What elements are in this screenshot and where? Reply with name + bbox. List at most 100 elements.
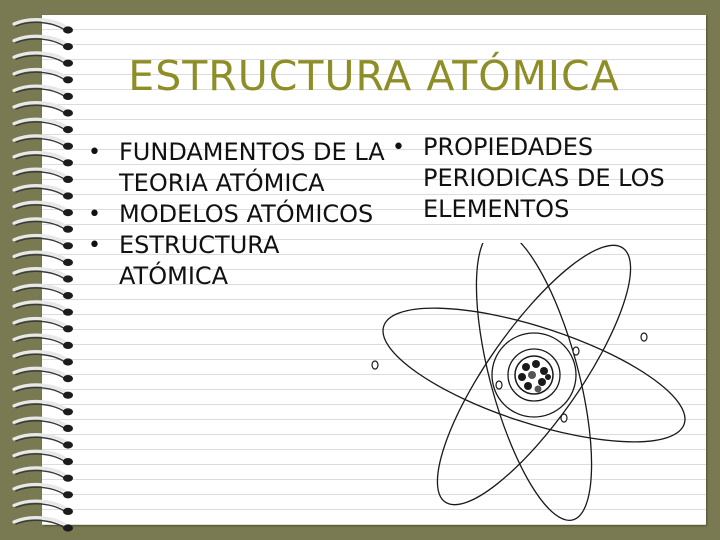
binding-hole [63,175,73,183]
binding-ring [12,482,70,496]
binding-hole [63,43,73,51]
binding-hole [63,424,73,432]
binding-ring [12,449,70,463]
binding-ring [12,416,70,429]
bullet-modelos: MODELOS ATÓMICOS [88,199,388,230]
binding-ring-shadow [15,88,67,99]
binding-ring [12,51,70,64]
binding-hole [63,341,73,349]
binding-ring [12,34,70,48]
binding-ring [12,134,70,147]
inner-orbit [491,332,577,418]
binding-ring-shadow [15,370,67,381]
binding-ring [12,267,70,280]
binding-hole [63,76,73,84]
binding-ring [12,283,70,297]
binding-ring [12,150,70,164]
binding-ring [12,433,70,446]
binding-hole [63,408,73,416]
binding-ring [12,366,70,380]
orbit-ellipse [382,307,686,443]
bullet-propiedades: PROPIEDADES PERIODICAS DE LOS ELEMENTOS [392,132,712,225]
bullet-fundamentos: FUNDAMENTOS DE LA TEORIA ATÓMICA [88,137,388,199]
binding-hole [63,491,73,499]
binding-hole [63,375,73,383]
binding-ring-shadow [15,420,67,431]
binding-ring [12,167,70,180]
binding-ring-shadow [15,287,67,298]
binding-ring-shadow [15,171,67,182]
binding-ring-shadow [15,121,67,132]
binding-hole [63,474,73,482]
binding-ring-shadow [15,204,67,215]
binding-hole [63,109,73,117]
binding-ring [12,18,70,31]
binding-ring-shadow [15,137,67,148]
binding-hole [63,192,73,200]
binding-hole [63,507,73,515]
atom-icon [371,243,686,521]
electrons [371,332,648,423]
binding-ring [12,84,70,97]
right-bullet-list: PROPIEDADES PERIODICAS DE LOS ELEMENTOS [392,132,712,225]
binding-ring [12,350,70,363]
binding-ring-shadow [15,303,67,314]
binding-hole [63,391,73,399]
orbit-ellipse [436,244,632,506]
binding-ring-shadow [15,220,67,231]
binding-ring [12,101,70,114]
binding-ring-shadow [15,453,67,464]
binding-ring-shadow [15,21,67,32]
binding-ring [12,184,70,197]
binding-ring [12,316,70,330]
binding-hole [63,142,73,150]
binding-ring [12,383,70,396]
binding-ring [12,300,70,313]
binding-hole [63,209,73,217]
binding-ring-shadow [15,71,67,82]
binding-ring-shadow [15,320,67,331]
binding-hole [63,292,73,300]
binding-ring-shadow [15,254,67,265]
binding-ring-shadow [15,469,67,480]
binding-ring-shadow [15,353,67,364]
binding-ring-shadow [15,237,67,248]
binding-ring-shadow [15,38,67,49]
binding-ring [12,333,70,346]
binding-ring-shadow [15,403,67,414]
binding-ring-shadow [15,54,67,65]
bullet-estructura: ESTRUCTURA ATÓMICA [88,230,388,292]
nucleus [514,355,554,395]
binding-ring [12,250,70,263]
binding-hole [63,458,73,466]
binding-ring [12,466,70,479]
binding-ring-shadow [15,187,67,198]
binding-ring-shadow [15,436,67,447]
binding-hole [63,275,73,283]
binding-hole [63,358,73,366]
binding-ring [12,200,70,214]
binding-hole [63,225,73,233]
binding-hole [63,92,73,100]
binding-hole [63,159,73,167]
binding-ring [12,67,70,81]
binding-ring-shadow [15,270,67,281]
binding-hole [63,441,73,449]
binding-ring-shadow [15,503,67,514]
binding-ring-shadow [15,386,67,397]
binding-ring-shadow [15,154,67,165]
binding-ring [12,233,70,247]
binding-ring [12,399,70,413]
binding-hole [63,524,73,532]
binding-hole [63,26,73,34]
binding-hole [63,258,73,266]
binding-hole [63,308,73,316]
slide-title: ESTRUCTURA ATÓMICA [128,52,620,100]
binding-ring [12,117,70,131]
binding-ring-shadow [15,519,67,530]
inner-orbit [507,348,561,402]
binding-hole [63,242,73,250]
binding-ring [12,217,70,230]
binding-ring-shadow [15,337,67,348]
binding-hole [63,59,73,67]
